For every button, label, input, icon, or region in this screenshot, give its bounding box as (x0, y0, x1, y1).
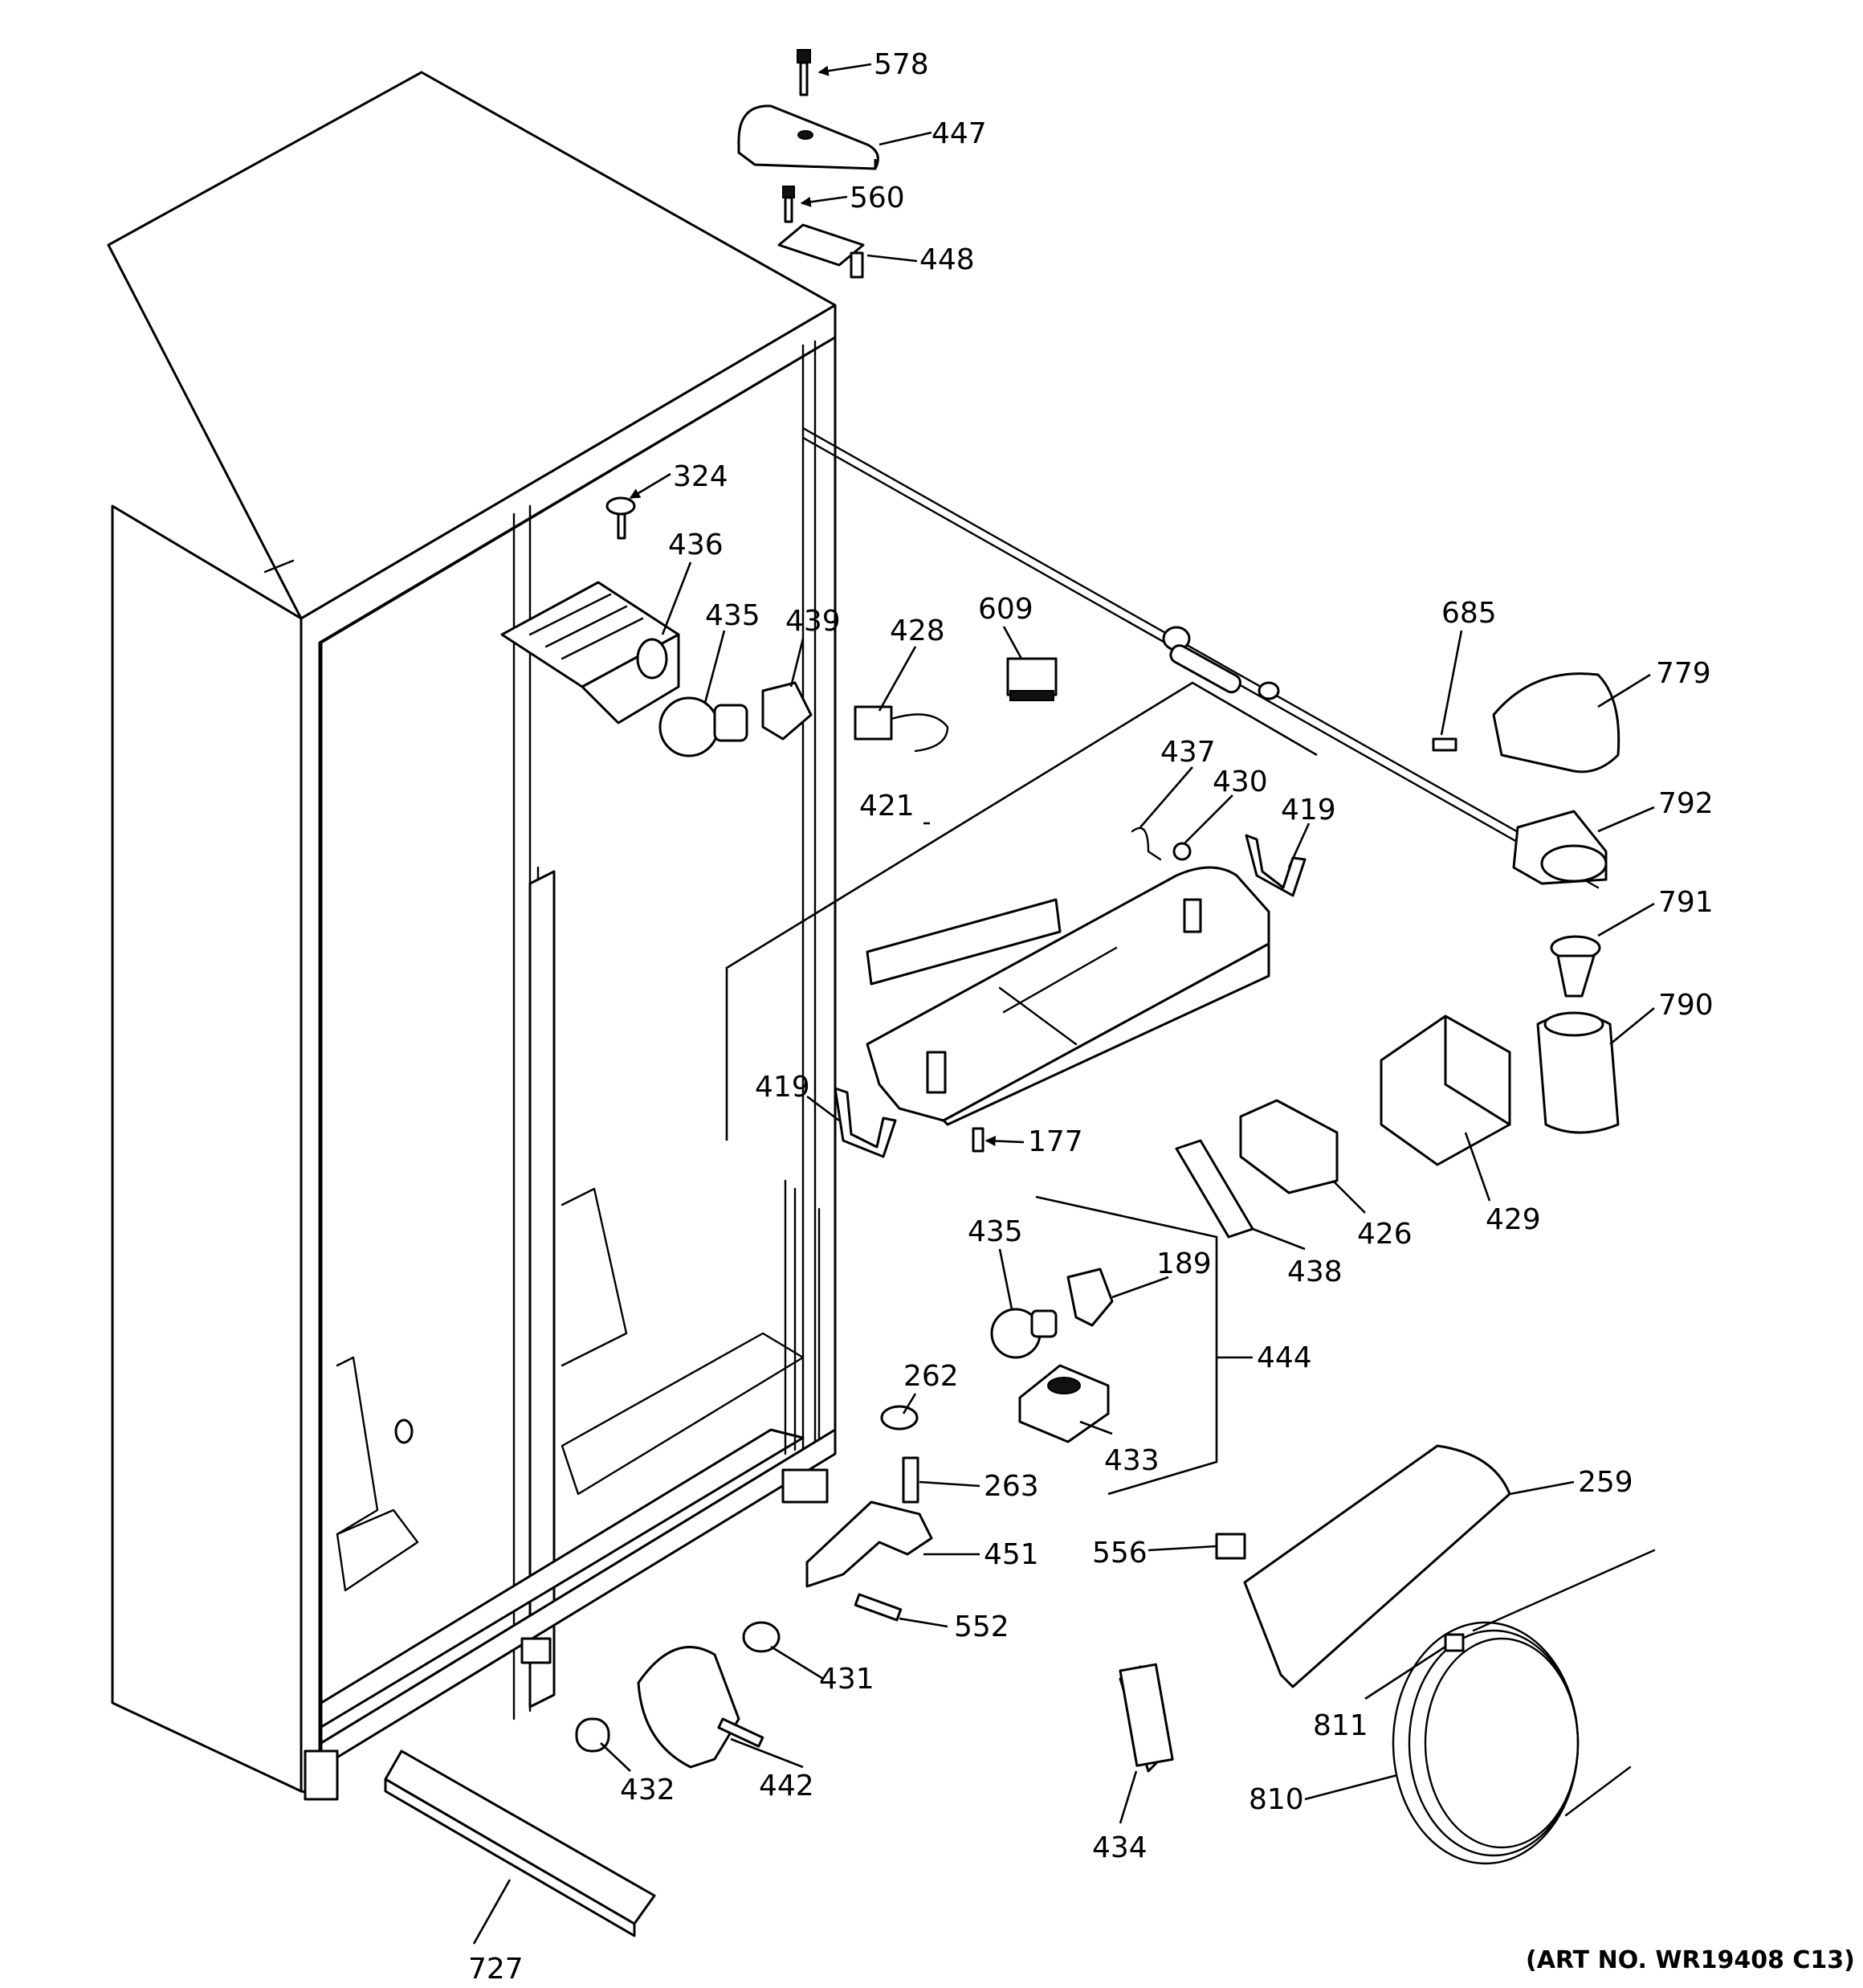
callout-578: 578 (874, 48, 929, 81)
callout-792: 792 (1658, 787, 1714, 820)
callout-791: 791 (1658, 886, 1714, 919)
callout-432: 432 (620, 1774, 675, 1806)
callout-447: 447 (932, 117, 987, 150)
callout-426: 426 (1357, 1218, 1413, 1251)
callout-437: 437 (1160, 736, 1216, 769)
callout-419-right: 419 (1281, 794, 1336, 827)
callout-442: 442 (759, 1770, 814, 1802)
callout-430: 430 (1213, 765, 1268, 798)
callout-429: 429 (1486, 1203, 1541, 1236)
callout-leaders (472, 63, 1655, 1945)
callout-433: 433 (1104, 1444, 1160, 1477)
callout-431: 431 (819, 1663, 874, 1696)
callout-263: 263 (984, 1470, 1039, 1503)
callout-428: 428 (890, 614, 945, 647)
callout-448: 448 (919, 243, 975, 276)
callout-419-left: 419 (755, 1071, 810, 1104)
callout-811: 811 (1313, 1709, 1368, 1742)
callout-435-lower: 435 (968, 1215, 1023, 1248)
refrigerator-cabinet (107, 71, 837, 1801)
callout-numbers: 578 447 560 448 324 436 435 439 428 609 … (468, 48, 1855, 1986)
callout-560: 560 (850, 182, 905, 214)
callout-434: 434 (1092, 1831, 1148, 1864)
art-number: (ART NO. WR19408 C13) (1526, 1946, 1855, 1974)
callout-685: 685 (1441, 597, 1497, 630)
callout-438: 438 (1287, 1255, 1343, 1288)
callout-262: 262 (903, 1360, 959, 1393)
callout-779: 779 (1656, 657, 1711, 690)
callout-727: 727 (468, 1953, 524, 1986)
upper-light-parts (500, 496, 1058, 757)
callout-444: 444 (1257, 1341, 1312, 1374)
callout-435-upper: 435 (705, 599, 760, 632)
callout-439: 439 (785, 605, 841, 638)
callout-436: 436 (668, 529, 724, 561)
top-hinge-assembly (737, 49, 879, 279)
dispenser-housing-421 (725, 681, 1318, 1158)
dispenser-cover-parts (990, 1014, 1511, 1496)
callout-189: 189 (1156, 1247, 1212, 1280)
callout-810: 810 (1249, 1783, 1304, 1816)
callout-556: 556 (1092, 1537, 1148, 1570)
callout-177: 177 (1028, 1125, 1083, 1158)
callout-451: 451 (984, 1538, 1039, 1571)
lower-right-parts (1119, 1444, 1656, 1865)
callout-609: 609 (978, 593, 1033, 626)
water-tube-and-filter (801, 427, 1620, 1134)
callout-790: 790 (1658, 989, 1714, 1022)
lower-hinge-parts (384, 1405, 933, 1937)
callout-259: 259 (1578, 1466, 1633, 1499)
callout-552: 552 (954, 1610, 1009, 1643)
callout-421: 421 (859, 790, 915, 823)
callout-324: 324 (673, 460, 728, 493)
